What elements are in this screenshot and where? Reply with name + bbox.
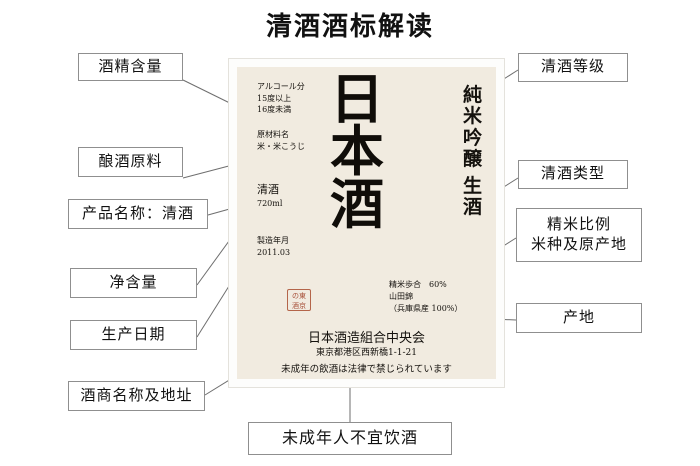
callout-label: 清酒等级: [540, 58, 605, 76]
callout-label: 清酒类型: [540, 165, 605, 183]
label-alcohol-line1: 15度以上: [257, 93, 292, 103]
label-grade-char-6: 酒: [462, 196, 482, 219]
callout-brewing-ingredient[interactable]: 酿酒原料: [78, 147, 183, 177]
callout-net-content[interactable]: 净含量: [70, 268, 197, 298]
callout-label: 酒精含量: [98, 57, 163, 75]
page-title: 清酒酒标解读: [265, 12, 434, 42]
label-rice-block: 精米歩合 60% 山田錦 （兵庫県産 100%）: [389, 279, 462, 315]
seal-line-1: の東: [292, 292, 306, 300]
label-date-block: 製造年月 2011.03: [257, 235, 290, 258]
callout-rice-polish-origin[interactable]: 精米比例 米种及原产地: [516, 208, 642, 262]
label-grade-vertical: 純 米 吟 醸 生 酒: [462, 84, 482, 219]
callout-product-name[interactable]: 产品名称：清酒: [68, 199, 208, 229]
label-brand-char-2: 本: [330, 119, 384, 184]
label-brand-char-3: 酒: [330, 171, 384, 236]
callout-label: 未成年人不宜饮酒: [281, 429, 418, 447]
label-legal-warning: 未成年の飲酒は法律で禁じられています: [281, 364, 452, 375]
label-volume: 720ml: [257, 199, 283, 208]
callout-label: 生产日期: [101, 325, 166, 343]
sake-label-paper: アルコール分 15度以上 16度未満 原材料名 米・米こうじ 清酒 720ml …: [237, 67, 496, 379]
label-brand-char-1: 日: [330, 67, 384, 131]
label-rice-origin: （兵庫県産 100%）: [389, 304, 463, 313]
callout-label: 产地: [562, 308, 595, 326]
label-brand-calligraphy: 日 本 酒: [319, 67, 395, 236]
callout-sake-type[interactable]: 清酒类型: [518, 160, 628, 189]
label-ingredient-block: 原材料名 米・米こうじ: [257, 129, 305, 152]
label-rice-variety: 山田錦: [389, 292, 413, 301]
sake-label-frame: アルコール分 15度以上 16度未満 原材料名 米・米こうじ 清酒 720ml …: [228, 58, 505, 388]
callout-label-line1: 精米比例: [546, 215, 611, 233]
label-grade-char-3: 吟: [462, 126, 482, 149]
callout-alcohol-content[interactable]: 酒精含量: [78, 53, 183, 81]
label-ingredient-heading: 原材料名: [257, 130, 289, 139]
label-maker-address: 東京都港区西新橋1-1-21: [316, 348, 417, 358]
callout-label-line2: 米种及原产地: [530, 236, 627, 253]
label-ingredient-line1: 米・米こうじ: [257, 141, 305, 151]
callout-label: 产品名称：清酒: [81, 204, 194, 222]
callout-label: 酿酒原料: [98, 152, 163, 170]
label-alcohol-heading: アルコール分: [257, 82, 305, 91]
callout-sake-grade[interactable]: 清酒等级: [518, 53, 628, 82]
label-date-heading: 製造年月: [257, 236, 289, 245]
label-maker-name: 日本酒造組合中央会: [307, 331, 425, 346]
seal-line-2: 酒京: [292, 302, 306, 310]
callout-origin-place[interactable]: 产地: [516, 303, 642, 333]
label-grade-char-1: 純: [462, 84, 482, 106]
label-rice-polish: 精米歩合 60%: [389, 280, 447, 289]
label-alcohol-line2: 16度未満: [257, 105, 292, 115]
label-grade-char-4: 醸: [462, 147, 482, 170]
tokyo-sake-seal-icon: の東 酒京: [287, 289, 311, 311]
callout-production-date[interactable]: 生产日期: [70, 320, 197, 350]
label-date-value: 2011.03: [257, 247, 291, 257]
callout-label: 净含量: [109, 273, 158, 291]
callout-seller-name-address[interactable]: 酒商名称及地址: [68, 381, 205, 411]
label-grade-char-5: 生: [462, 175, 482, 198]
label-grade-char-2: 米: [462, 105, 482, 128]
callout-label: 酒商名称及地址: [80, 386, 193, 404]
label-alcohol-block: アルコール分 15度以上 16度未満: [257, 81, 305, 116]
label-product-name: 清酒: [257, 183, 279, 196]
callout-minors-warning[interactable]: 未成年人不宜饮酒: [248, 422, 452, 455]
